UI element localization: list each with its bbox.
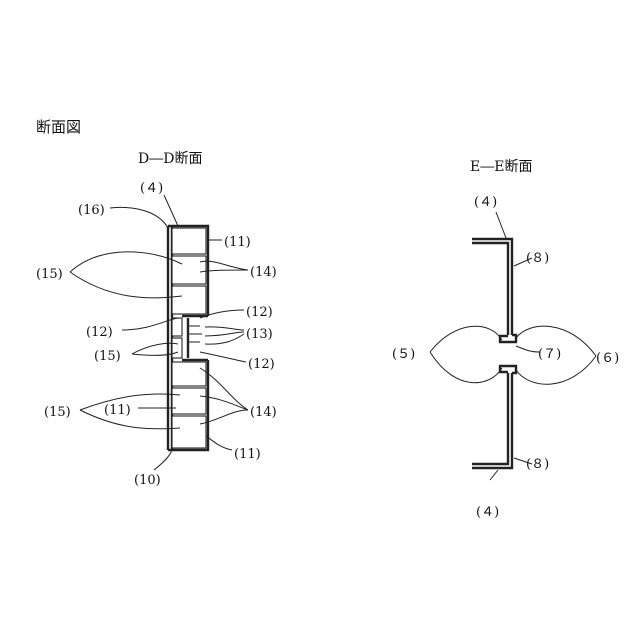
dd-label-4: (４) (140, 181, 163, 196)
dd-label-12-bottom: (12) (248, 357, 275, 372)
dd-cell-1 (172, 228, 206, 254)
dd-label-11-top: (11) (224, 235, 251, 250)
dd-label-16: (16) (78, 203, 105, 218)
dd-label-15-mid: (15) (94, 349, 121, 364)
ee-label-4-top: (４) (474, 195, 497, 210)
dd-cell-4 (172, 362, 206, 386)
dd-label-12-left: (12) (86, 325, 113, 340)
dd-label-12-top: (12) (246, 305, 273, 320)
ee-notch-bottom (500, 366, 516, 373)
dd-label-15-top: (15) (36, 267, 63, 282)
ee-label-5: (５) (392, 347, 415, 362)
dd-mid-cell-2 (172, 338, 182, 358)
dd-label-11-bottom: (11) (234, 447, 261, 462)
dd-label-11-left: (11) (104, 403, 131, 418)
dd-label-15-bottom: (15) (44, 405, 71, 420)
ee-section (430, 212, 596, 480)
ee-top-flange-inner (472, 243, 508, 335)
dd-teeth (188, 326, 202, 342)
dd-cell-5 (172, 388, 206, 414)
dd-label-14-top: (14) (250, 265, 277, 280)
ee-bottom-flange-inner (472, 373, 508, 464)
dd-label-13: (13) (246, 327, 273, 342)
ee-notch-top (500, 335, 516, 342)
ee-bottom-flange (472, 373, 512, 468)
ee-label-8-top: (８) (526, 251, 549, 266)
ee-label-7: (７) (538, 347, 561, 362)
dd-cell-3 (172, 286, 206, 314)
dd-label-10: (10) (134, 473, 161, 488)
ee-label-6: (６) (596, 351, 619, 366)
dd-label-14-bottom: (14) (250, 405, 277, 420)
dd-mid-cell-1 (172, 318, 182, 336)
ee-label-4-bottom: (４) (476, 505, 499, 520)
ee-top-flange (472, 239, 512, 335)
ee-label-8-bottom: (８) (526, 457, 549, 472)
dd-cell-6 (172, 416, 206, 448)
dd-cell-2 (172, 256, 206, 284)
